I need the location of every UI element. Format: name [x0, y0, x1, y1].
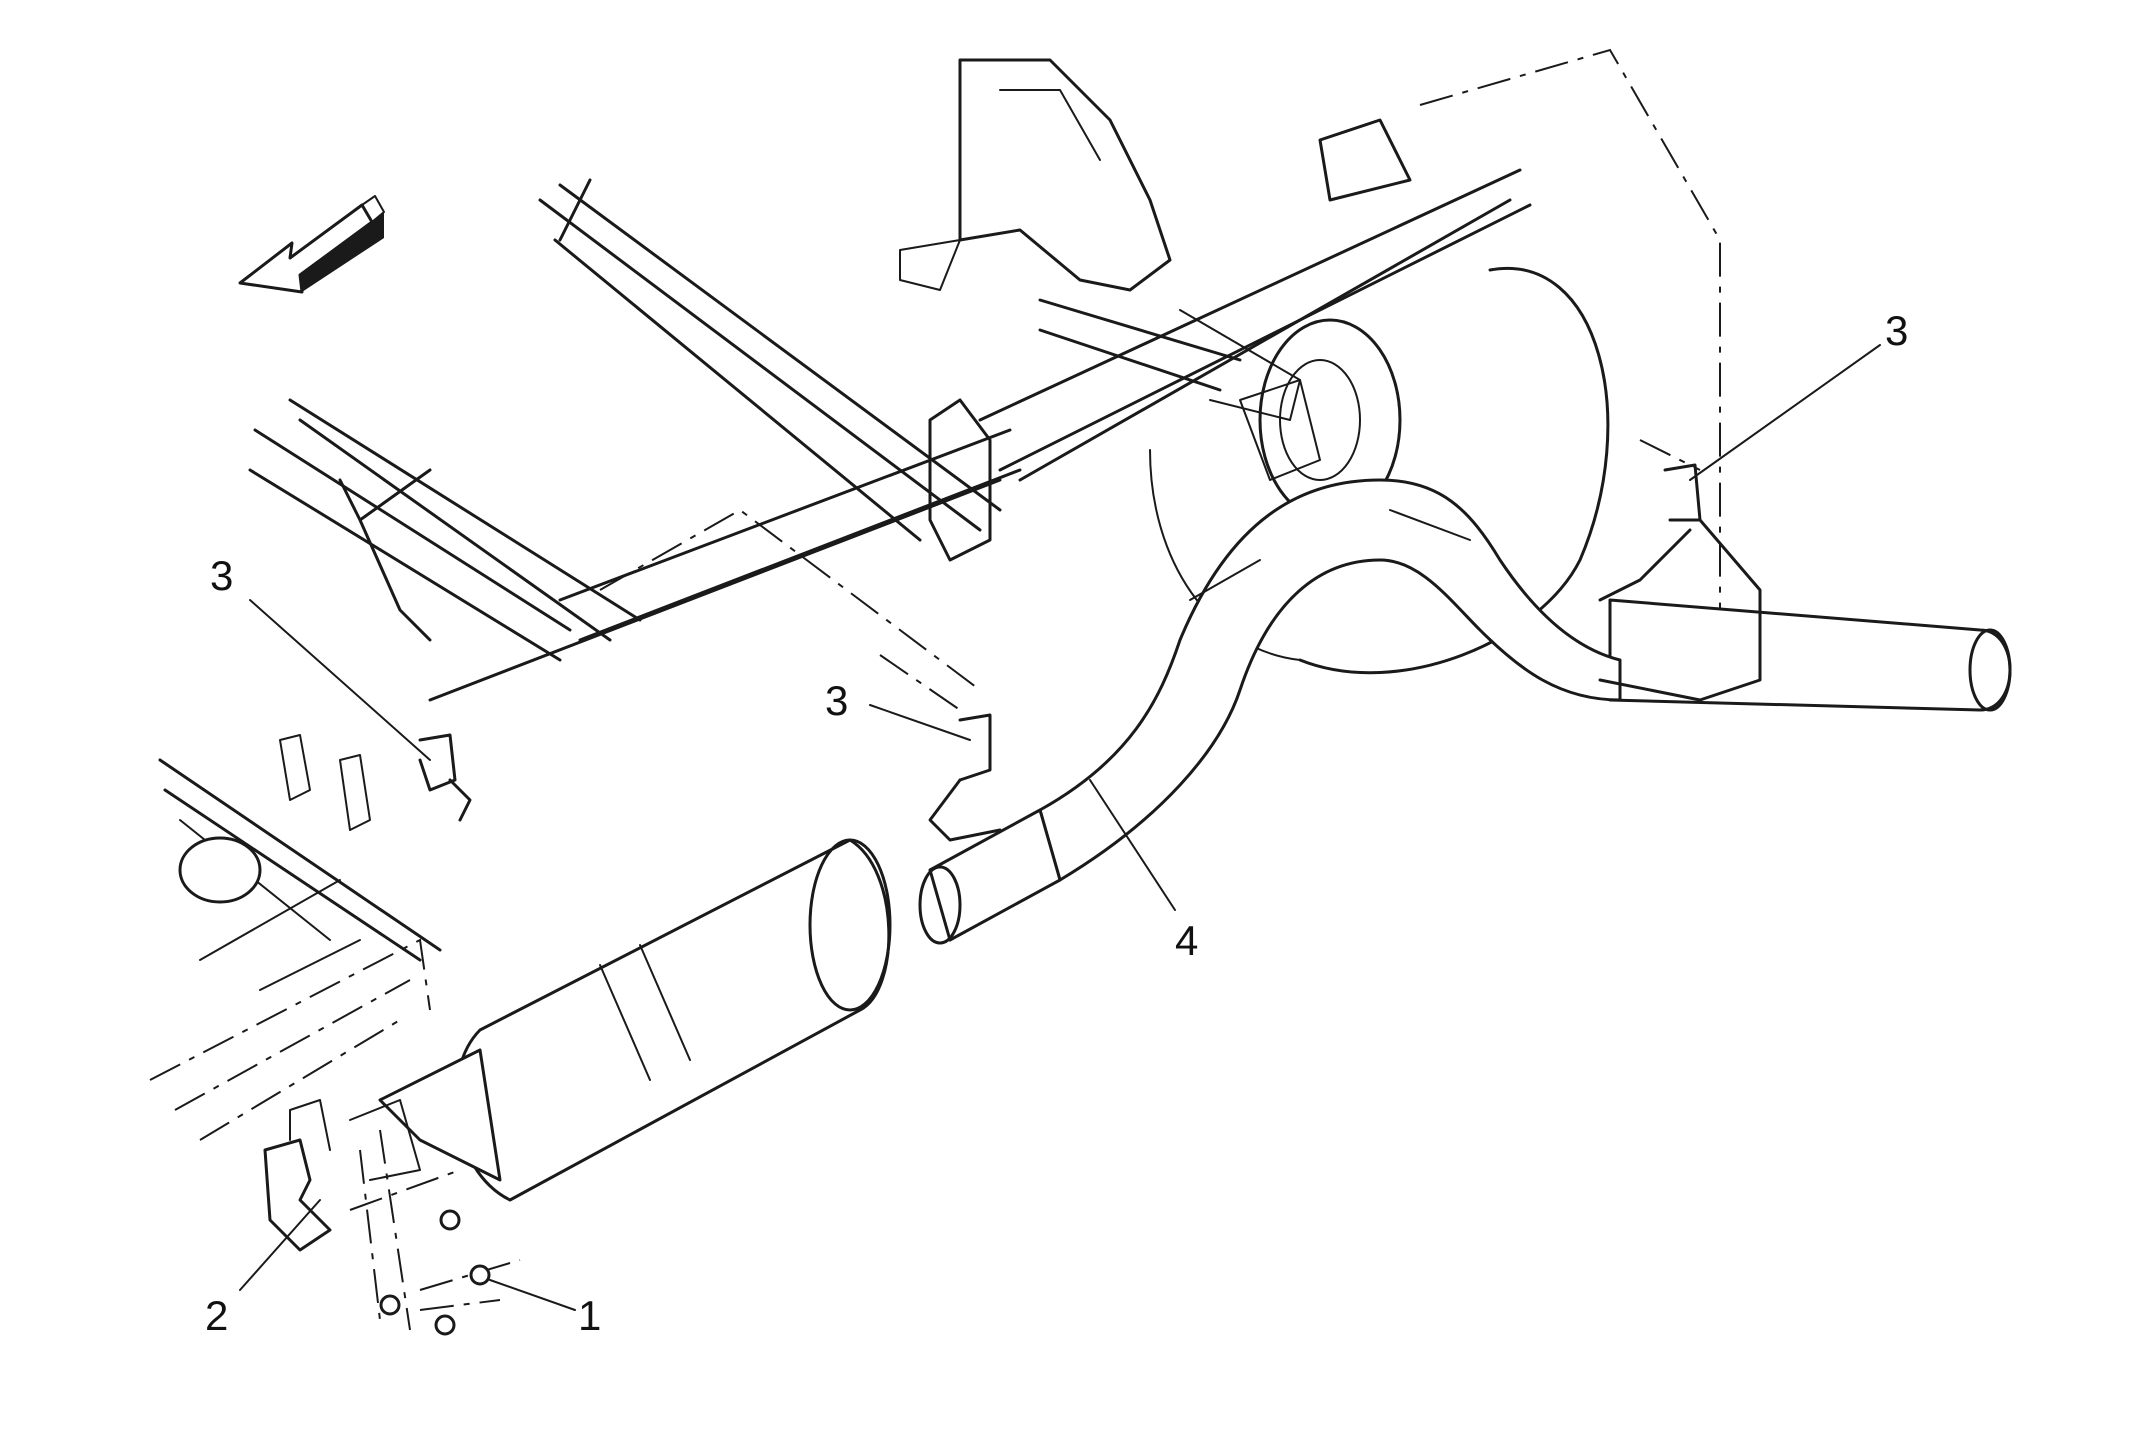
alignment-lines	[149, 48, 1721, 1331]
rear-axle-assembly	[899, 58, 1412, 562]
leader-lines	[239, 344, 1881, 1311]
hanger-insulators	[418, 463, 1762, 842]
vehicle-frame	[158, 168, 1532, 991]
rear-wheel	[1149, 266, 1610, 675]
callout-insulator-left: 3	[210, 552, 233, 599]
callout-insulator-rear: 3	[1885, 307, 1908, 354]
callout-front-hanger-bracket: 2	[205, 1292, 228, 1339]
exhaust-system	[349, 478, 2012, 1202]
front-direction-arrow-icon	[238, 195, 385, 294]
callout-exhaust-pipe: 4	[1175, 917, 1198, 964]
front-hanger-bracket	[263, 734, 371, 1252]
callout-insulator-middle: 3	[825, 677, 848, 724]
nuts	[379, 1209, 491, 1336]
callout-labels: 1 2 3 3 3 4	[205, 307, 1908, 1339]
callout-nut: 1	[578, 1292, 601, 1339]
intermediate-pipe	[1038, 478, 1622, 882]
